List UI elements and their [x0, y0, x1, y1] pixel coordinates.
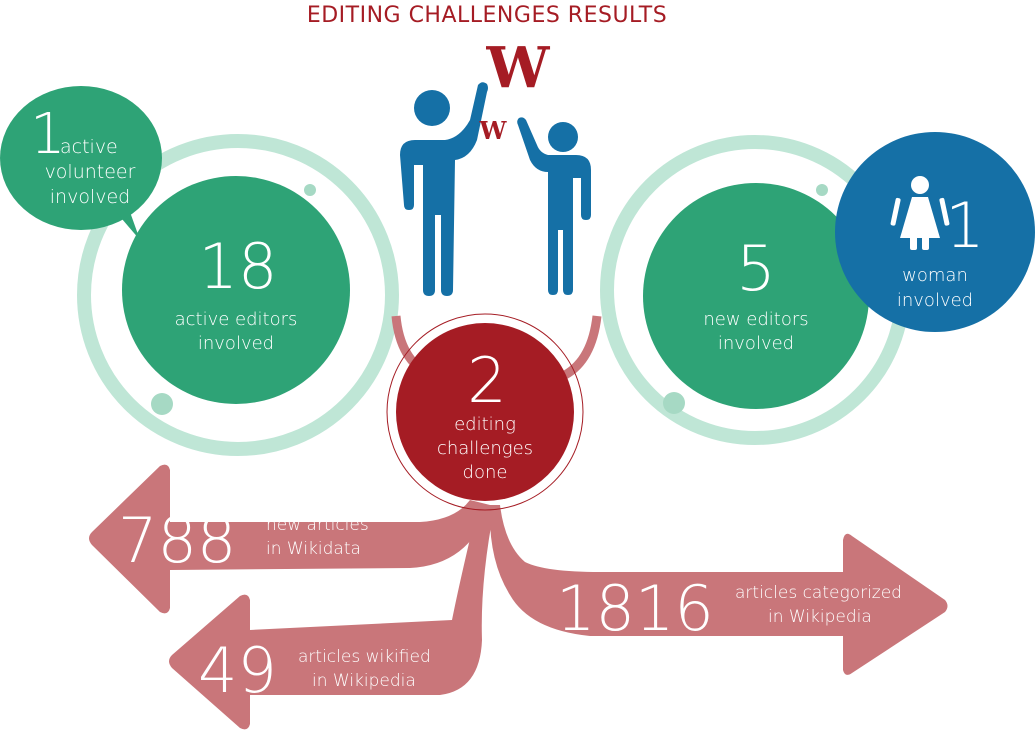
women-label-1: woman: [902, 265, 968, 286]
volunteer-label-3: involved: [50, 186, 130, 208]
wikified-arrow: [169, 505, 495, 730]
new-editors-label-1: new editors: [703, 309, 808, 330]
connector-arc-right: [562, 315, 602, 379]
new-editors-label-2: involved: [718, 333, 794, 354]
wikified-label-1: articles wikified: [298, 647, 431, 667]
volunteer-value: 1: [30, 102, 66, 167]
volunteer-label-2: volunteer: [45, 161, 136, 183]
two-people-high-five-icon: [400, 82, 591, 296]
challenges-label-1: editing: [454, 414, 516, 435]
volunteer-bubble: 1 active volunteer involved: [0, 86, 162, 240]
volunteer-label-1: active: [60, 136, 118, 158]
woman-icon: [890, 176, 950, 250]
wikidata-value: 788: [118, 504, 236, 577]
decorative-dot: [304, 184, 316, 196]
active-editors-ring: [77, 134, 399, 456]
challenges-group: 2 editing challenges done: [386, 313, 584, 511]
new-editors-circle: [643, 183, 869, 409]
wikidata-arrow: [89, 464, 490, 614]
active-editors-value: 18: [199, 230, 278, 303]
active-editors-group: 18 active editors involved: [77, 134, 399, 456]
decorative-dot: [151, 393, 173, 415]
categorized-arrow: [489, 505, 948, 675]
challenges-outline-ring: [386, 313, 584, 511]
women-label-2: involved: [897, 290, 973, 311]
volunteer-bubble-body: [0, 86, 162, 230]
wikipedia-logo-small: W: [479, 116, 508, 145]
challenges-circle: [396, 323, 574, 501]
active-editors-circle: [122, 176, 350, 404]
wikified-value: 49: [198, 634, 277, 707]
women-group: 1 woman involved: [835, 132, 1035, 332]
women-value: 1: [945, 189, 984, 262]
volunteer-bubble-tail: [110, 205, 140, 240]
page-title: EDITING CHALLENGES RESULTS: [307, 3, 667, 28]
categorized-value: 1816: [556, 572, 714, 645]
wikidata-label-1: new articles: [266, 515, 369, 535]
categorized-label-1: articles categorized: [735, 583, 902, 603]
active-editors-label-2: involved: [198, 333, 274, 354]
challenges-label-2: challenges: [437, 438, 533, 459]
wikidata-label-2: in Wikidata: [266, 539, 361, 559]
new-editors-group: 5 new editors involved: [600, 135, 910, 445]
categorized-label-2: in Wikipedia: [768, 607, 872, 627]
active-editors-label-1: active editors: [175, 309, 298, 330]
challenges-value: 2: [467, 344, 506, 417]
wikified-label-2: in Wikipedia: [312, 671, 416, 691]
challenges-label-3: done: [463, 462, 508, 483]
decorative-dot: [816, 184, 828, 196]
wikipedia-logo-large: W: [486, 35, 551, 101]
decorative-dot: [663, 392, 685, 414]
new-editors-value: 5: [736, 232, 775, 305]
